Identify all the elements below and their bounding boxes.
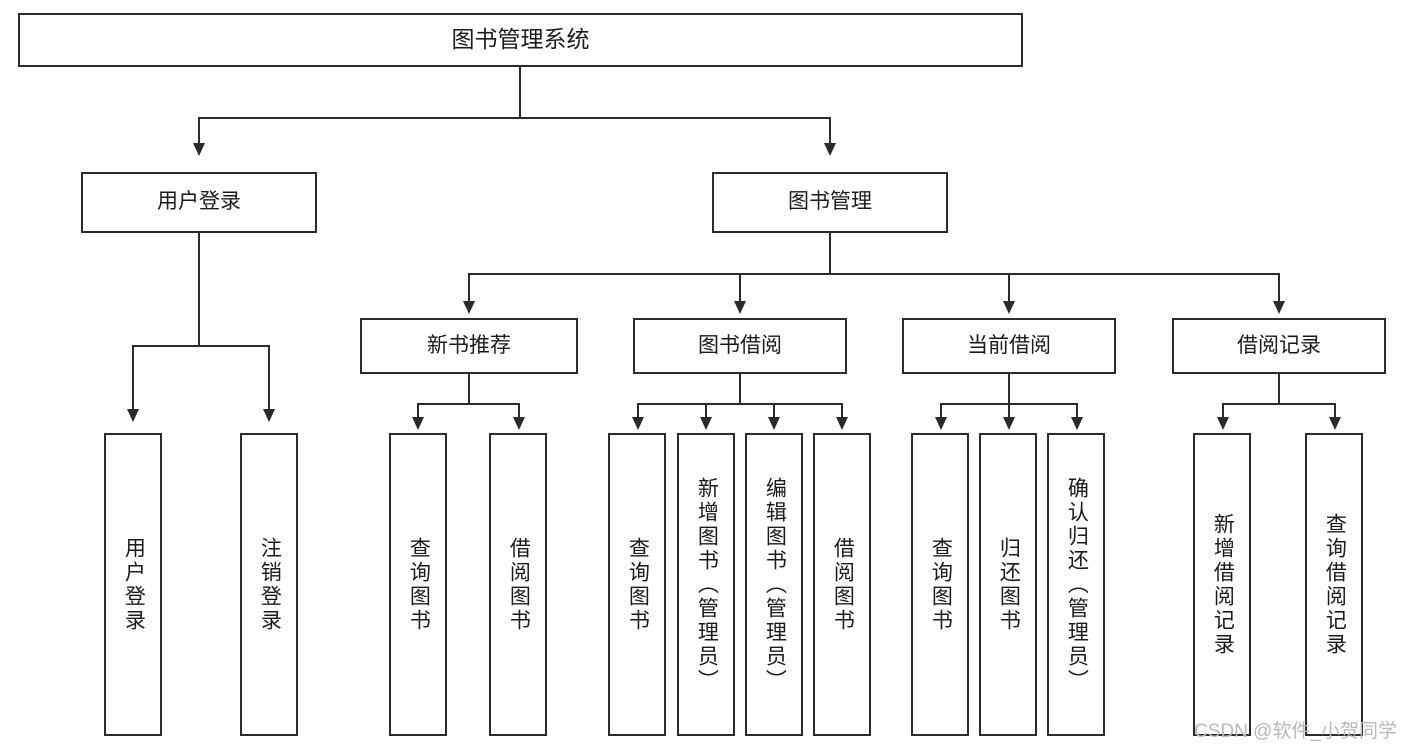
node-book-manage[interactable]: 图书管理	[712, 172, 948, 233]
connector-user-login-bar	[132, 345, 268, 347]
leaf-query-book-1[interactable]: 查询图书	[389, 433, 447, 736]
arrow-new-book-rec-l1	[412, 417, 424, 430]
node-borrow-record-label: 借阅记录	[1237, 333, 1321, 357]
connector-current-borrow-l1	[940, 403, 942, 419]
connector-user-login-right	[268, 345, 270, 411]
arrow-root-to-user-login	[193, 143, 205, 156]
arrow-book-manage-c1	[463, 301, 475, 314]
arrow-book-manage-c3	[1003, 301, 1015, 314]
leaf-edit-book-label: 编辑图书（管理员）	[763, 476, 787, 693]
connector-book-borrow-l1	[637, 403, 639, 419]
leaf-query-record[interactable]: 查询借阅记录	[1305, 433, 1363, 736]
leaf-confirm-return-label: 确认归还（管理员）	[1065, 476, 1089, 693]
node-root[interactable]: 图书管理系统	[18, 13, 1023, 67]
arrow-book-manage-c4	[1273, 301, 1285, 314]
connector-book-borrow-l2	[705, 403, 707, 419]
node-root-label: 图书管理系统	[451, 26, 590, 53]
leaf-borrow-book-2-label: 借阅图书	[831, 536, 855, 633]
leaf-borrow-book-1-label: 借阅图书	[507, 536, 531, 633]
connector-new-book-rec-l1	[417, 403, 419, 419]
connector-book-manage-c2	[739, 273, 741, 303]
arrow-current-borrow-l1	[935, 417, 947, 430]
leaf-user-login[interactable]: 用户登录	[104, 433, 162, 736]
leaf-return-book-label: 归还图书	[997, 536, 1021, 633]
node-book-borrow-label: 图书借阅	[698, 333, 782, 357]
connector-borrow-record-bar	[1222, 403, 1336, 405]
connector-book-borrow-l4	[841, 403, 843, 419]
arrow-current-borrow-l3	[1071, 417, 1083, 430]
connector-book-manage-c1	[468, 273, 470, 303]
node-book-manage-label: 图书管理	[788, 190, 872, 214]
connector-root-to-user-login	[198, 117, 200, 145]
leaf-user-logout-label: 注销登录	[258, 536, 282, 633]
arrow-book-borrow-l4	[836, 417, 848, 430]
leaf-user-logout[interactable]: 注销登录	[240, 433, 298, 736]
leaf-add-record[interactable]: 新增借阅记录	[1193, 433, 1251, 736]
arrow-book-manage-c2	[734, 301, 746, 314]
leaf-query-book-1-label: 查询图书	[407, 536, 431, 633]
connector-book-manage-stem	[829, 233, 831, 273]
leaf-query-book-3[interactable]: 查询图书	[911, 433, 969, 736]
connector-borrow-record-stem	[1278, 374, 1280, 403]
connector-book-manage-c4	[1278, 273, 1280, 303]
leaf-borrow-book-1[interactable]: 借阅图书	[489, 433, 547, 736]
leaf-query-record-label: 查询借阅记录	[1323, 512, 1347, 657]
leaf-return-book[interactable]: 归还图书	[979, 433, 1037, 736]
node-new-book-rec-label: 新书推荐	[427, 333, 511, 357]
leaf-user-login-label: 用户登录	[122, 536, 146, 633]
connector-new-book-rec-stem	[468, 374, 470, 403]
node-current-borrow[interactable]: 当前借阅	[902, 318, 1116, 374]
node-new-book-rec[interactable]: 新书推荐	[360, 318, 578, 374]
connector-current-borrow-l2	[1008, 403, 1010, 419]
connector-book-manage-bar	[468, 273, 1278, 275]
connector-book-manage-c3	[1008, 273, 1010, 303]
arrow-book-borrow-l1	[632, 417, 644, 430]
arrow-borrow-record-l1	[1217, 417, 1229, 430]
arrow-root-to-book-manage	[824, 143, 836, 156]
leaf-query-book-2[interactable]: 查询图书	[608, 433, 666, 736]
leaf-query-book-3-label: 查询图书	[929, 536, 953, 633]
connector-book-borrow-l3	[773, 403, 775, 419]
arrow-user-login-left	[127, 409, 139, 422]
arrow-current-borrow-l2	[1003, 417, 1015, 430]
arrow-borrow-record-l2	[1329, 417, 1341, 430]
connector-new-book-rec-l2	[518, 403, 520, 419]
node-current-borrow-label: 当前借阅	[967, 333, 1051, 357]
arrow-new-book-rec-l2	[513, 417, 525, 430]
connector-current-borrow-stem	[1008, 374, 1010, 403]
node-user-login[interactable]: 用户登录	[81, 172, 317, 233]
leaf-query-book-2-label: 查询图书	[626, 536, 650, 633]
connector-new-book-rec-bar	[417, 403, 520, 405]
node-book-borrow[interactable]: 图书借阅	[633, 318, 847, 374]
connector-book-borrow-stem	[739, 374, 741, 403]
leaf-add-book[interactable]: 新增图书（管理员）	[677, 433, 735, 736]
connector-borrow-record-l1	[1222, 403, 1224, 419]
connector-book-borrow-bar	[637, 403, 842, 405]
connector-root-bar	[198, 117, 831, 119]
connector-root-to-book-manage	[829, 117, 831, 145]
arrow-book-borrow-l2	[700, 417, 712, 430]
leaf-confirm-return[interactable]: 确认归还（管理员）	[1047, 433, 1105, 736]
leaf-borrow-book-2[interactable]: 借阅图书	[813, 433, 871, 736]
connector-root-stem	[519, 67, 521, 117]
connector-current-borrow-l3	[1076, 403, 1078, 419]
connector-user-login-stem	[198, 233, 200, 345]
connector-borrow-record-l2	[1334, 403, 1336, 419]
node-borrow-record[interactable]: 借阅记录	[1172, 318, 1386, 374]
connector-user-login-left	[132, 345, 134, 411]
arrow-book-borrow-l3	[768, 417, 780, 430]
leaf-add-book-label: 新增图书（管理员）	[695, 476, 719, 693]
leaf-add-record-label: 新增借阅记录	[1211, 512, 1235, 657]
arrow-user-login-right	[263, 409, 275, 422]
node-user-login-label: 用户登录	[157, 190, 241, 214]
leaf-edit-book[interactable]: 编辑图书（管理员）	[745, 433, 803, 736]
